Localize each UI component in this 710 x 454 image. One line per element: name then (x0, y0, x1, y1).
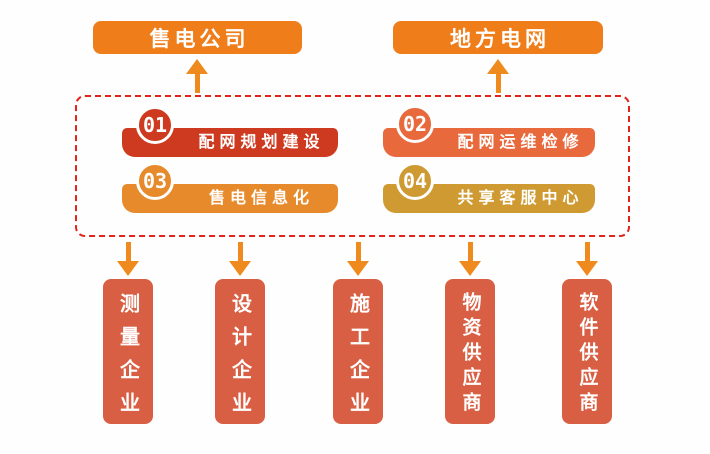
arrow-head (117, 261, 139, 276)
arrow-up-icon (186, 59, 208, 93)
arrow-down-icon (576, 242, 598, 276)
service-number-01: 01 (142, 113, 168, 137)
supplier-label: 设计企业 (228, 292, 251, 425)
node-sales-company: 售电公司 (93, 21, 302, 54)
service-badge-02: 02 (396, 105, 434, 143)
arrow-stem (584, 242, 590, 261)
service-number-04: 04 (402, 169, 428, 193)
arrow-head (229, 261, 251, 276)
arrow-head (186, 59, 208, 74)
arrow-stem (194, 74, 200, 93)
supplier-box-software: 软件供应商 (562, 279, 612, 424)
arrow-stem (237, 242, 243, 261)
service-badge-01: 01 (136, 106, 174, 144)
service-label-04: 共享客服中心 (457, 190, 584, 207)
services-frame (75, 95, 630, 237)
arrow-stem (495, 74, 501, 93)
arrow-head (576, 261, 598, 276)
supplier-box-design: 设计企业 (215, 279, 265, 425)
arrow-up-icon (487, 59, 509, 93)
supplier-box-materials: 物资供应商 (445, 279, 495, 424)
supplier-label: 物资供应商 (459, 292, 481, 417)
arrow-stem (355, 242, 361, 261)
service-number-02: 02 (402, 112, 428, 136)
arrow-stem (125, 242, 131, 261)
supplier-label: 施工企业 (346, 292, 369, 425)
supplier-label: 软件供应商 (576, 292, 598, 417)
service-label-02: 配网运维检修 (457, 134, 584, 151)
supplier-label: 测量企业 (116, 292, 139, 425)
service-label-01: 配网规划建设 (198, 134, 325, 151)
service-badge-04: 04 (396, 162, 434, 200)
arrow-down-icon (347, 242, 369, 276)
service-number-03: 03 (142, 169, 168, 193)
arrow-head (347, 261, 369, 276)
arrow-stem (467, 242, 473, 261)
supplier-box-construction: 施工企业 (333, 279, 383, 425)
arrow-down-icon (229, 242, 251, 276)
arrow-head (487, 59, 509, 74)
node-local-grid: 地方电网 (393, 21, 603, 54)
service-label-03: 售电信息化 (208, 190, 314, 207)
arrow-down-icon (117, 242, 139, 276)
supplier-box-measurement: 测量企业 (103, 279, 153, 425)
arrow-head (459, 261, 481, 276)
service-badge-03: 03 (136, 162, 174, 200)
arrow-down-icon (459, 242, 481, 276)
